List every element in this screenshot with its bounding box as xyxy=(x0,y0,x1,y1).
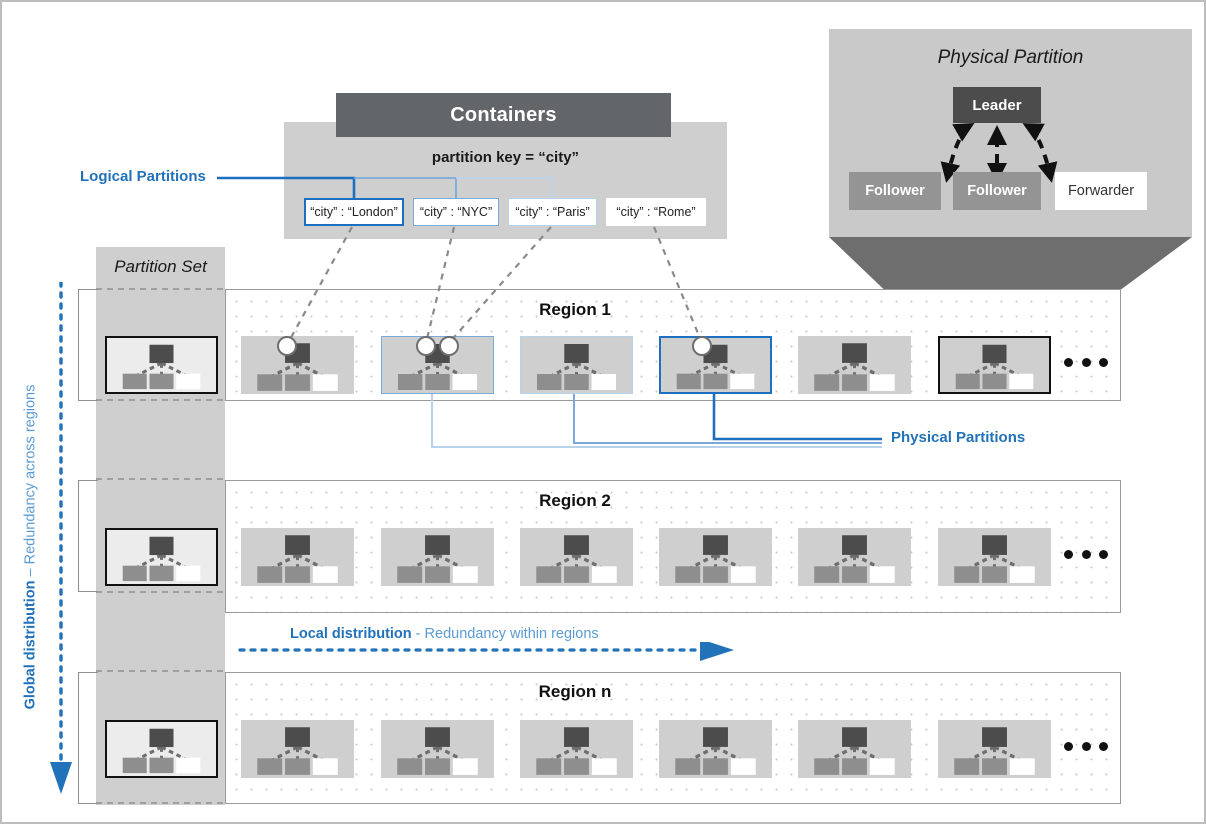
physical-partition-node[interactable] xyxy=(520,528,633,586)
region-1-title: Region 1 xyxy=(539,300,611,319)
physical-partition-node[interactable] xyxy=(381,720,494,778)
partition-key-label: partition key = “city” xyxy=(431,148,580,166)
logical-partition-paris[interactable]: “city” : “Paris” xyxy=(508,198,597,226)
follower-node-2[interactable]: Follower xyxy=(953,172,1041,210)
physical-partition-title: Physical Partition xyxy=(937,47,1084,68)
physical-partition-arrows xyxy=(940,123,1058,183)
physical-partition-node[interactable] xyxy=(938,528,1051,586)
physical-partition-node[interactable] xyxy=(798,720,911,778)
region-ellipsis xyxy=(1064,354,1108,370)
logical-partitions-label: Logical Partitions xyxy=(80,168,206,185)
partition-set-node[interactable] xyxy=(105,528,218,586)
logical-partition-london[interactable]: “city” : “London” xyxy=(304,198,404,226)
follower-node-1[interactable]: Follower xyxy=(849,172,941,210)
physical-partition-node[interactable] xyxy=(520,720,633,778)
physical-partition-node[interactable] xyxy=(381,528,494,586)
physical-partition-node[interactable] xyxy=(798,528,911,586)
partition-set-node[interactable] xyxy=(105,720,218,778)
physical-partition-node[interactable] xyxy=(659,528,772,586)
forwarder-node[interactable]: Forwarder xyxy=(1055,172,1147,210)
physical-partition-node[interactable] xyxy=(520,336,633,394)
physical-partition-node[interactable] xyxy=(798,336,911,394)
containers-header: Containers xyxy=(336,93,671,137)
logical-partitions-leader-line xyxy=(217,176,554,198)
physical-partition-node[interactable] xyxy=(659,720,772,778)
region-ellipsis xyxy=(1064,546,1108,562)
physical-partition-node[interactable] xyxy=(938,336,1051,394)
physical-partitions-label: Physical Partitions xyxy=(891,429,1026,446)
region-2-title: Region 2 xyxy=(539,491,611,510)
local-distribution-label: Local distribution - Redundancy within r… xyxy=(290,626,599,642)
logical-partition-nyc[interactable]: “city” : “NYC” xyxy=(413,198,499,226)
logical-partition-rome[interactable]: “city” : “Rome” xyxy=(606,198,706,226)
physical-partition-node[interactable] xyxy=(241,720,354,778)
region-bracket-3 xyxy=(78,672,98,804)
region-ellipsis xyxy=(1064,738,1108,754)
local-distribution-soft: - Redundancy within regions xyxy=(415,626,599,642)
physical-partition-node[interactable] xyxy=(938,720,1051,778)
local-distribution-strong: Local distribution xyxy=(290,626,412,642)
physical-partition-node[interactable] xyxy=(241,336,354,394)
physical-partition-node[interactable] xyxy=(241,528,354,586)
physical-partition-node[interactable] xyxy=(381,336,494,394)
partition-set-title: Partition Set xyxy=(114,257,207,276)
region-bracket-1 xyxy=(78,289,98,401)
region-n-title: Region n xyxy=(538,682,612,701)
leader-node[interactable]: Leader xyxy=(953,87,1041,123)
region-bracket-2 xyxy=(78,480,98,592)
partition-set-node[interactable] xyxy=(105,336,218,394)
physical-partition-node[interactable] xyxy=(659,336,772,394)
global-distribution-arrow xyxy=(50,282,72,794)
local-distribution-arrow xyxy=(238,642,734,661)
